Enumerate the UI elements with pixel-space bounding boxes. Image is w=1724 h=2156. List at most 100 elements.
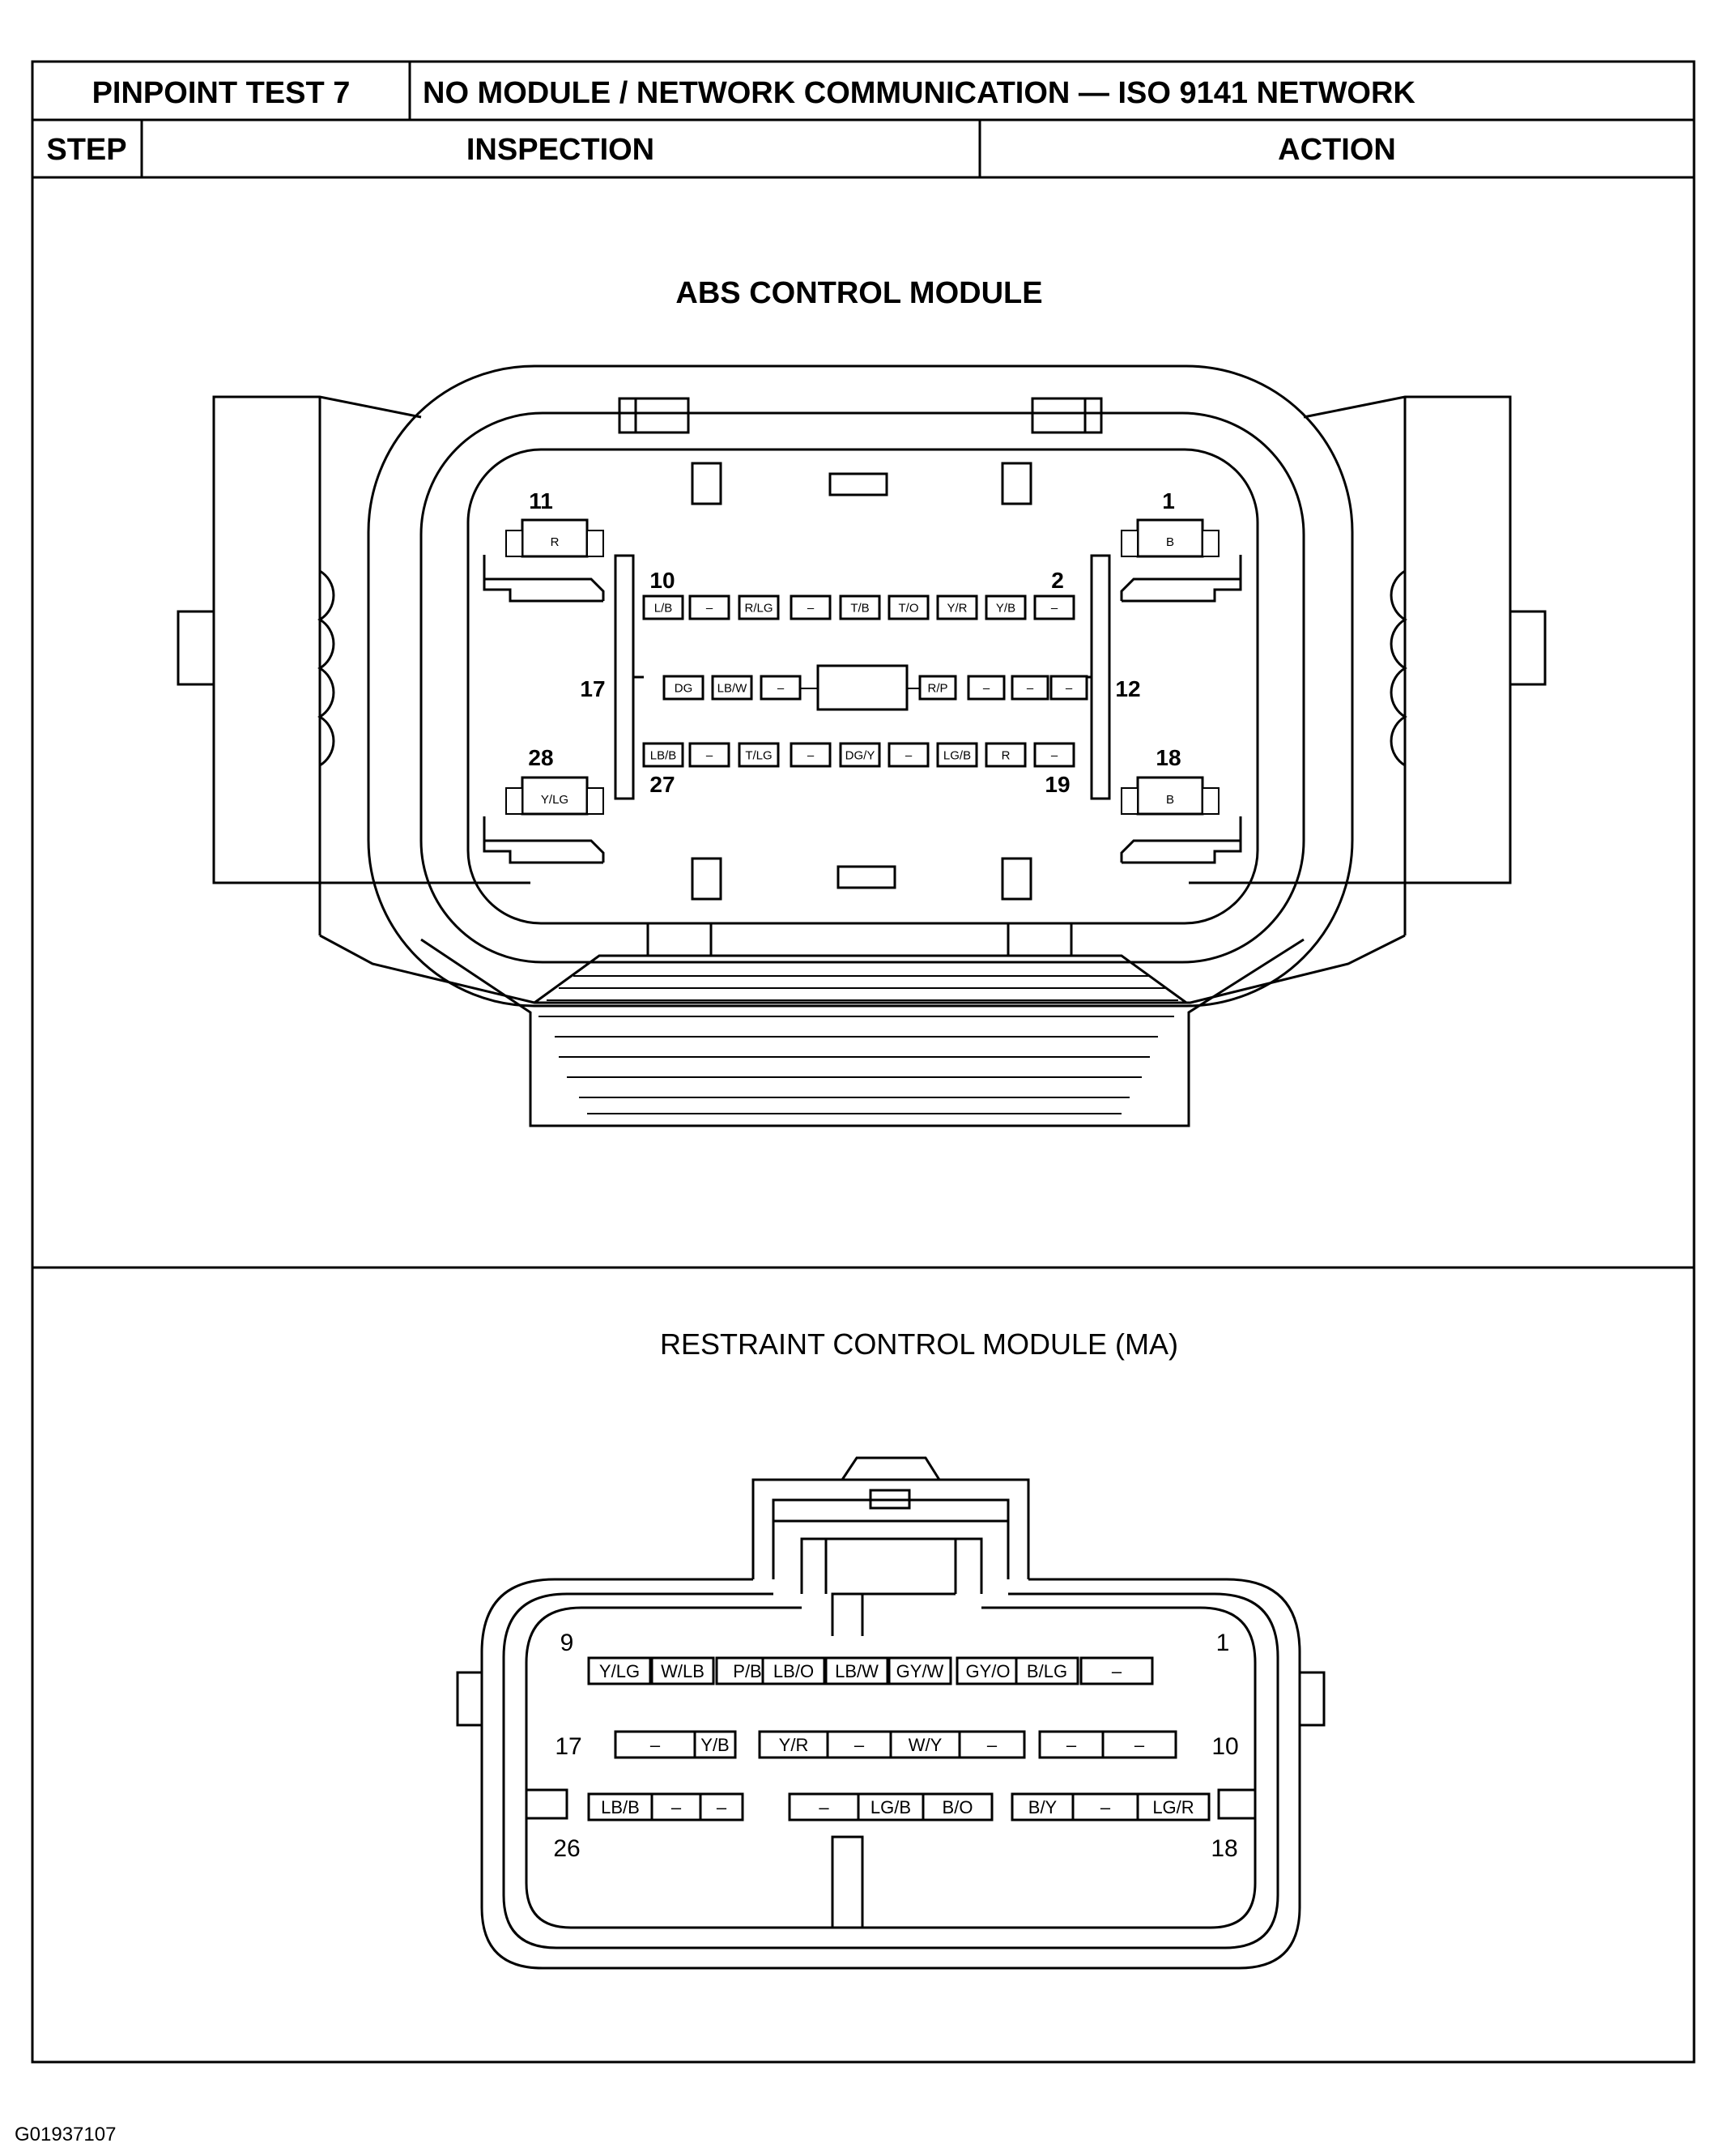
rcm-cavity-label: LG/R: [1152, 1797, 1194, 1817]
abs-cavity-label: R/P: [927, 681, 947, 695]
rcm-cavity-label: LB/W: [835, 1661, 879, 1681]
abs-corner-wire: Y/LG: [541, 793, 568, 807]
rcm-cavity-label: B/Y: [1028, 1797, 1058, 1817]
rcm-cavity: [699, 1792, 744, 1822]
abs-cavity-label: –: [983, 681, 990, 695]
abs-cavity: [642, 742, 684, 768]
abs-pin-number: 27: [649, 772, 675, 797]
abs-pin-number: 28: [528, 745, 553, 770]
abs-cavity: [967, 675, 1006, 701]
abs-corner-wire: R: [551, 535, 560, 549]
header-table: [31, 60, 1696, 2064]
rcm-cavity-label: B/O: [943, 1797, 973, 1817]
rcm-cavity: [922, 1792, 994, 1822]
abs-pin-number: 1: [1162, 488, 1175, 513]
rcm-cavity: [758, 1730, 829, 1759]
rcm-cavity: [888, 1656, 952, 1685]
abs-cavity-label: L/B: [654, 601, 673, 615]
abs-cavity-label: T/B: [850, 601, 869, 615]
abs-cavity-label: –: [807, 748, 815, 762]
test-title: NO MODULE / NETWORK COMMUNICATION — ISO …: [423, 76, 1415, 110]
abs-pin-number: 2: [1051, 568, 1064, 593]
abs-cavity-label: Y/R: [947, 601, 967, 615]
abs-corner-wire: B: [1166, 793, 1174, 807]
figure-id: G01937107: [15, 2124, 117, 2145]
rcm-cavity: [1101, 1730, 1177, 1759]
abs-cavity: [888, 594, 930, 620]
abs-cavity-label: T/LG: [745, 748, 772, 762]
abs-cavity-label: –: [1027, 681, 1034, 695]
abs-cavity-label: T/O: [899, 601, 919, 615]
abs-cavity-label: LB/B: [650, 748, 677, 762]
abs-cavity: [688, 594, 730, 620]
abs-pin-number: 12: [1115, 676, 1140, 701]
abs-cavity-label: –: [1051, 748, 1058, 762]
rcm-pin-number: 10: [1211, 1733, 1238, 1760]
rcm-cavity: [889, 1730, 961, 1759]
abs-cavity: [688, 742, 730, 768]
abs-cavity-label: Y/B: [996, 601, 1015, 615]
abs-cavity-label: LB/W: [717, 681, 748, 695]
abs-cavity: [918, 675, 957, 701]
rcm-cavity: [1011, 1792, 1075, 1822]
abs-cavity: [888, 742, 930, 768]
rcm-cavity: [761, 1656, 826, 1685]
rcm-cavity: [1071, 1792, 1139, 1822]
abs-cavity-label: –: [1066, 681, 1073, 695]
abs-cavity-label: –: [807, 601, 815, 615]
rcm-cavity-label: –: [819, 1797, 829, 1817]
rcm-cavity: [1015, 1656, 1079, 1685]
abs-cavity: [1033, 594, 1075, 620]
abs-pin-number: 17: [580, 676, 605, 701]
abs-cavity: [985, 742, 1027, 768]
abs-pin-number: 19: [1045, 772, 1070, 797]
rcm-cavity-label: –: [671, 1797, 682, 1817]
test-number-label: PINPOINT TEST 7: [92, 76, 351, 110]
rcm-cavity-label: LG/B: [871, 1797, 911, 1817]
rcm-cavity-label: –: [854, 1735, 865, 1755]
abs-cavity: [1033, 742, 1075, 768]
rcm-cavity-label: –: [650, 1735, 661, 1755]
rcm-cavity: [1079, 1656, 1154, 1685]
rcm-cavity-label: Y/LG: [599, 1661, 640, 1681]
inspection-column-header: INSPECTION: [466, 133, 654, 167]
abs-cavity-label: R/LG: [744, 601, 773, 615]
rcm-cavity-label: W/LB: [661, 1661, 704, 1681]
abs-pin-number: 18: [1156, 745, 1181, 770]
abs-cavity: [738, 742, 780, 768]
rcm-cavity-label: GY/O: [965, 1661, 1010, 1681]
abs-cavity: [839, 742, 881, 768]
abs-cavity-rows: [505, 518, 1220, 816]
rcm-connector-body: [456, 1456, 1326, 1970]
abs-cavity: [790, 594, 832, 620]
rcm-pin-number: 9: [560, 1630, 574, 1656]
rcm-cavity: [587, 1792, 653, 1822]
rcm-cavity-label: –: [1134, 1735, 1145, 1755]
abs-cavity: [985, 594, 1027, 620]
abs-cavity: [790, 742, 832, 768]
rcm-cavity: [650, 1656, 715, 1685]
abs-cavity: [642, 594, 684, 620]
rcm-pin-number: 26: [553, 1835, 580, 1862]
rcm-cavity: [788, 1792, 860, 1822]
abs-shroud-hatching: [538, 975, 1178, 1114]
abs-cavity-label: –: [905, 748, 913, 762]
step-column-header: STEP: [46, 133, 126, 167]
rcm-pin-number: 1: [1216, 1630, 1230, 1656]
abs-cavity-label: –: [1051, 601, 1058, 615]
rcm-cavity: [1136, 1792, 1211, 1822]
action-column-header: ACTION: [1278, 133, 1396, 167]
rcm-cavity-label: B/LG: [1027, 1661, 1067, 1681]
abs-cavity-label: –: [706, 748, 713, 762]
rcm-pin-number: 18: [1211, 1835, 1237, 1862]
rcm-cavity-label: GY/W: [896, 1661, 944, 1681]
abs-cavity-label: –: [777, 681, 785, 695]
rcm-cavity-label: LB/B: [601, 1797, 640, 1817]
rcm-cavity-label: –: [1112, 1661, 1122, 1681]
abs-cavity-label: LG/B: [943, 748, 971, 762]
rcm-cavity-label: W/Y: [909, 1735, 943, 1755]
